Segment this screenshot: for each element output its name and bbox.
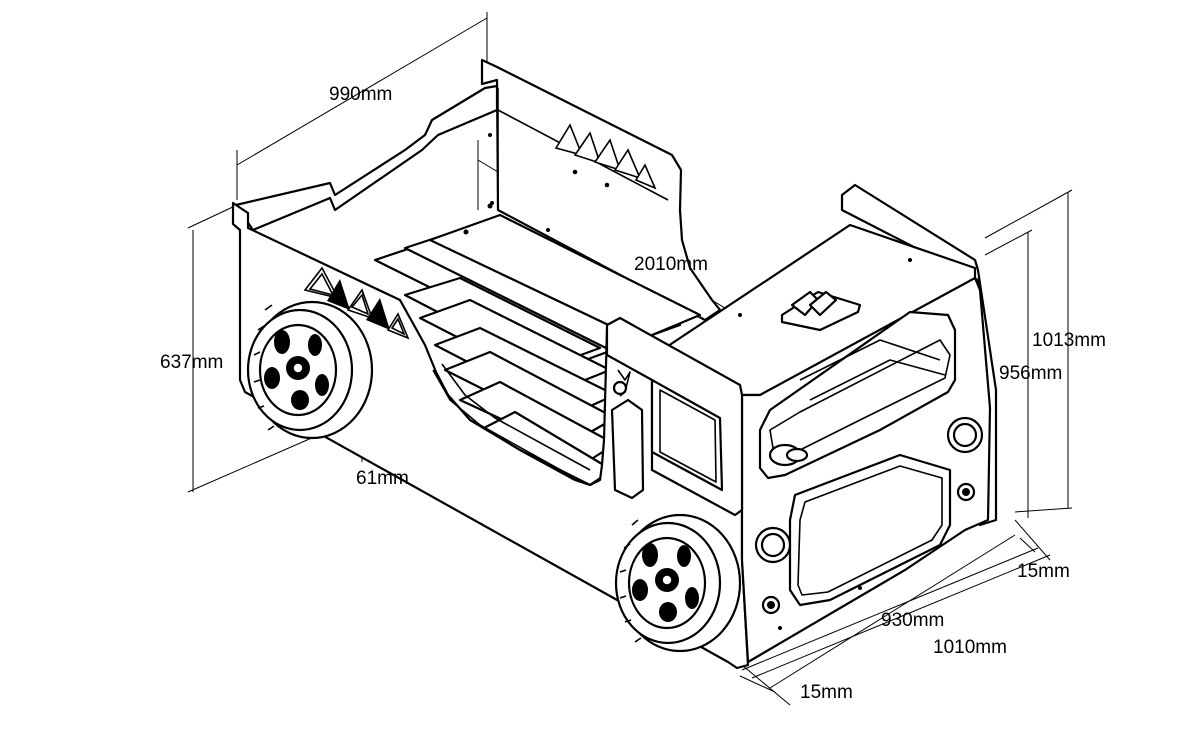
dim-2010mm: 2010mm <box>634 254 708 275</box>
dim-990mm: 990mm <box>329 84 392 105</box>
back-panel <box>480 58 722 322</box>
main-side-panel <box>231 201 750 670</box>
dim-15mm-right: 15mm <box>1017 561 1070 582</box>
dimension-labels: 990mm 2010mm 637mm 61mm 1013mm 956mm 15m… <box>160 84 1106 703</box>
dim-637mm: 637mm <box>160 352 223 373</box>
side-door <box>605 316 744 517</box>
front-cab <box>660 183 998 664</box>
dim-930mm: 930mm <box>881 610 944 631</box>
dim-15mm-bottom: 15mm <box>800 682 853 703</box>
dim-61mm: 61mm <box>356 468 409 489</box>
front-wheel <box>614 513 742 653</box>
bed-slats <box>373 203 702 487</box>
rear-wheel <box>246 300 374 440</box>
dim-1010mm: 1010mm <box>933 637 1007 658</box>
dimension-lines <box>187 12 1073 706</box>
dim-956mm: 956mm <box>999 363 1062 384</box>
dim-1013mm: 1013mm <box>1032 330 1106 351</box>
left-rear-panel <box>234 84 499 232</box>
